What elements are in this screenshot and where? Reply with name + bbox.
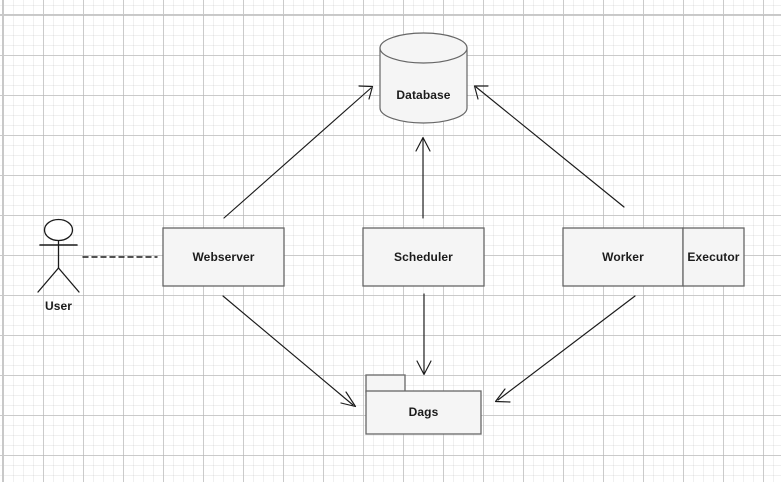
- connector-webserver-to-dags[interactable]: [222, 295, 357, 408]
- canvas-left-border: [2, 0, 4, 482]
- connector-webserver-to-database[interactable]: [223, 85, 374, 219]
- node-worker[interactable]: [562, 227, 684, 287]
- node-database[interactable]: [379, 32, 468, 124]
- node-executor[interactable]: [682, 227, 745, 287]
- connector-scheduler-to-database[interactable]: [415, 136, 431, 219]
- connector-worker-to-dags[interactable]: [494, 295, 636, 403]
- connector-scheduler-to-dags[interactable]: [416, 293, 432, 376]
- node-user[interactable]: [37, 218, 80, 293]
- connector-layer: [82, 85, 636, 408]
- node-scheduler[interactable]: [362, 227, 485, 287]
- node-dags[interactable]: [365, 374, 482, 435]
- canvas-top-border: [0, 14, 781, 15]
- connector-worker-to-database[interactable]: [473, 85, 625, 208]
- node-webserver[interactable]: [162, 227, 285, 287]
